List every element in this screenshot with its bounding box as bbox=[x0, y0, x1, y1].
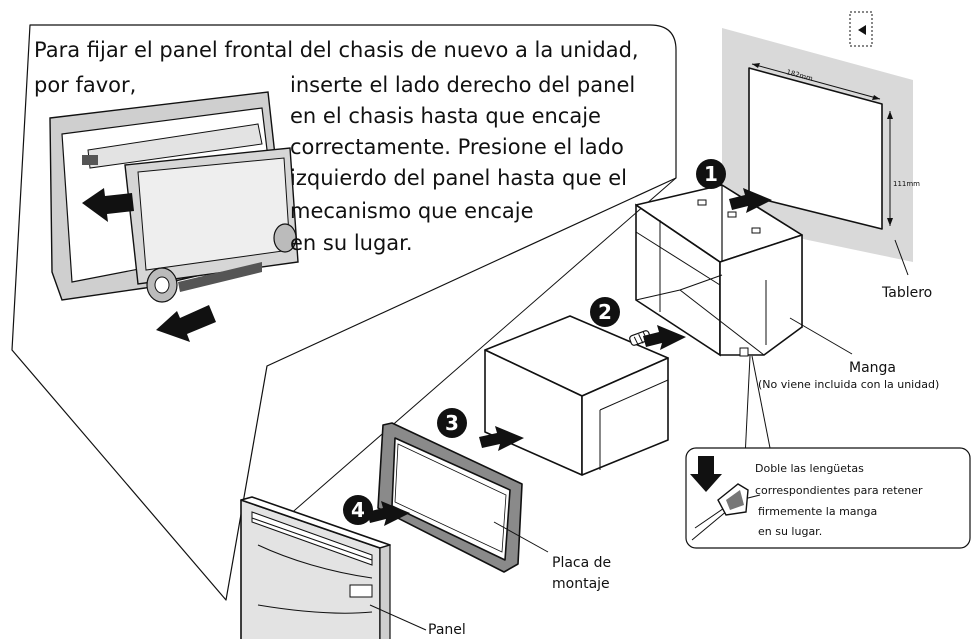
svg-text:3: 3 bbox=[445, 411, 459, 435]
height-dimension: 111mm bbox=[893, 180, 920, 188]
callout-line-5: correctamente. Presione el lado bbox=[290, 135, 624, 159]
callout-radio-illustration bbox=[49, 91, 299, 303]
arrow-step-3 bbox=[479, 426, 524, 451]
tab-note-line-2: correspondientes para retener bbox=[755, 484, 923, 497]
callout-line-2: por favor, bbox=[34, 73, 136, 97]
radio-unit bbox=[484, 315, 669, 476]
tab-note-box bbox=[685, 447, 971, 549]
callout-arrow-left-side bbox=[156, 305, 216, 342]
svg-text:1: 1 bbox=[704, 162, 718, 186]
label-manga-note: (No viene incluida con la unidad) bbox=[758, 378, 939, 391]
step-badge-3: 3 bbox=[437, 408, 467, 438]
callout-line-8: en su lugar. bbox=[290, 231, 413, 255]
label-panel: Panel bbox=[428, 622, 466, 638]
label-manga: Manga bbox=[849, 360, 896, 376]
arrow-step-4 bbox=[367, 501, 410, 526]
callout-arrow-right-side bbox=[82, 188, 134, 222]
callout-line-1: Para fijar el panel frontal del chasis d… bbox=[34, 38, 639, 62]
callout-line-3: inserte el lado derecho del panel bbox=[290, 73, 635, 97]
step-badge-1: 1 bbox=[696, 159, 726, 189]
svg-text:4: 4 bbox=[351, 498, 365, 522]
label-tablero: Tablero bbox=[881, 285, 932, 301]
dashboard: 182mm 111mm bbox=[722, 28, 920, 262]
tab-bend-illustration bbox=[690, 456, 761, 541]
svg-text:2: 2 bbox=[598, 300, 612, 324]
tab-note-line-4: en su lugar. bbox=[758, 525, 822, 538]
arrow-step-2 bbox=[643, 325, 686, 350]
tab-note-line-3: firmemente la manga bbox=[758, 505, 877, 518]
label-placa-line-1: Placa de bbox=[552, 555, 611, 571]
callout-line-4: en el chasis hasta que encaje bbox=[290, 104, 601, 128]
arrow-step-1 bbox=[729, 188, 772, 213]
tab-note-line-1: Doble las lengüetas bbox=[755, 462, 864, 475]
label-placa-line-2: montaje bbox=[552, 576, 610, 592]
front-panel bbox=[240, 496, 391, 639]
step-badge-4: 4 bbox=[343, 495, 373, 525]
mounting-sleeve bbox=[635, 183, 803, 357]
callout-line-6: izquierdo del panel hasta que el bbox=[290, 166, 627, 190]
mounting-plate bbox=[377, 422, 523, 573]
step-badge-2: 2 bbox=[590, 297, 620, 327]
corner-icon bbox=[849, 11, 873, 47]
callout-line-7: mecanismo que encaje bbox=[290, 199, 534, 223]
